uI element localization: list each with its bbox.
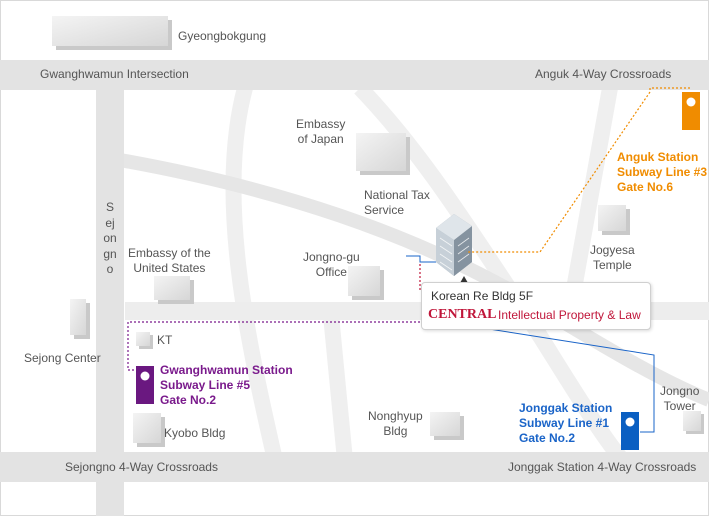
station-gwanghwamun-line: Subway Line #5 (160, 378, 251, 392)
station-anguk-gate: Gate No.6 (617, 180, 674, 194)
street-south-short (322, 304, 353, 461)
label-nonghyup-bldg: Nonghyup Bldg (368, 409, 423, 438)
building-embassy-us (154, 276, 194, 304)
label-national-tax-service: National Tax Service (364, 188, 430, 217)
station-marker-gwanghwamun (136, 366, 154, 404)
road-label-sejongno: Sejongno (103, 200, 117, 276)
destination-brand: CENTRAL (428, 307, 497, 322)
label-kyobo-bldg: Kyobo Bldg (164, 426, 226, 440)
label-kt: KT (157, 333, 173, 347)
road-label-sejongno-crossroads: Sejongno 4-Way Crossroads (65, 460, 218, 474)
route-jonggak (469, 325, 655, 433)
station-gwanghwamun: Gwanghwamun Station Subway Line #5 Gate … (160, 363, 293, 408)
label-gyeongbokgung: Gyeongbokgung (178, 29, 267, 43)
route-anguk (466, 87, 690, 253)
station-jonggak-name: Jonggak Station (519, 401, 613, 415)
road-label-anguk: Anguk 4-Way Crossroads (535, 67, 672, 81)
building-jongno-gu (348, 266, 384, 300)
destination-callout: Korean Re Bldg 5F CENTRAL Intellectual P… (421, 282, 651, 330)
station-anguk: Anguk Station Subway Line #3 Gate No.6 (617, 150, 707, 195)
street-west-curve (225, 85, 283, 462)
route-jonggak-end (406, 255, 436, 263)
station-anguk-name: Anguk Station (617, 150, 699, 164)
building-jongno-tower (683, 411, 704, 434)
station-jonggak-gate: Gate No.2 (519, 431, 576, 445)
building-embassy-japan (356, 133, 410, 175)
label-sejong-center: Sejong Center (24, 351, 101, 365)
station-anguk-line: Subway Line #3 (617, 165, 708, 179)
building-kt (136, 332, 153, 349)
route-gwanghwamun (127, 321, 420, 371)
label-embassy-us: Embassy of the United States (128, 246, 211, 275)
station-gwanghwamun-name: Gwanghwamun Station (160, 363, 293, 377)
buildings (52, 16, 704, 447)
station-jonggak: Jonggak Station Subway Line #1 Gate No.2 (519, 401, 612, 446)
road-label-gwanghwamun: Gwanghwamun Intersection (40, 67, 189, 81)
building-nonghyup (430, 412, 464, 440)
building-jogyesa (598, 205, 630, 235)
building-korean-re (436, 214, 472, 283)
street-north-east (564, 86, 618, 302)
station-marker-jonggak (621, 412, 639, 450)
building-sejong-center (70, 299, 90, 339)
station-marker-anguk (682, 92, 700, 130)
label-jogyesa-temple: Jogyesa Temple (590, 243, 635, 272)
label-embassy-japan: Embassy of Japan (296, 117, 346, 146)
destination-brand-sub: Intellectual Property & Law (498, 308, 641, 322)
building-gyeongbokgung (52, 16, 172, 50)
label-jongno-tower: Jongno Tower (660, 384, 700, 413)
label-jongno-gu-office: Jongno-gu Office (303, 250, 360, 279)
destination-building: Korean Re Bldg 5F (431, 289, 534, 303)
road-label-jonggak-crossroads: Jonggak Station 4-Way Crossroads (508, 460, 697, 474)
building-kyobo (133, 413, 165, 447)
road-sejongno (96, 60, 124, 516)
station-jonggak-line: Subway Line #1 (519, 416, 610, 430)
station-gwanghwamun-gate: Gate No.2 (160, 393, 217, 407)
